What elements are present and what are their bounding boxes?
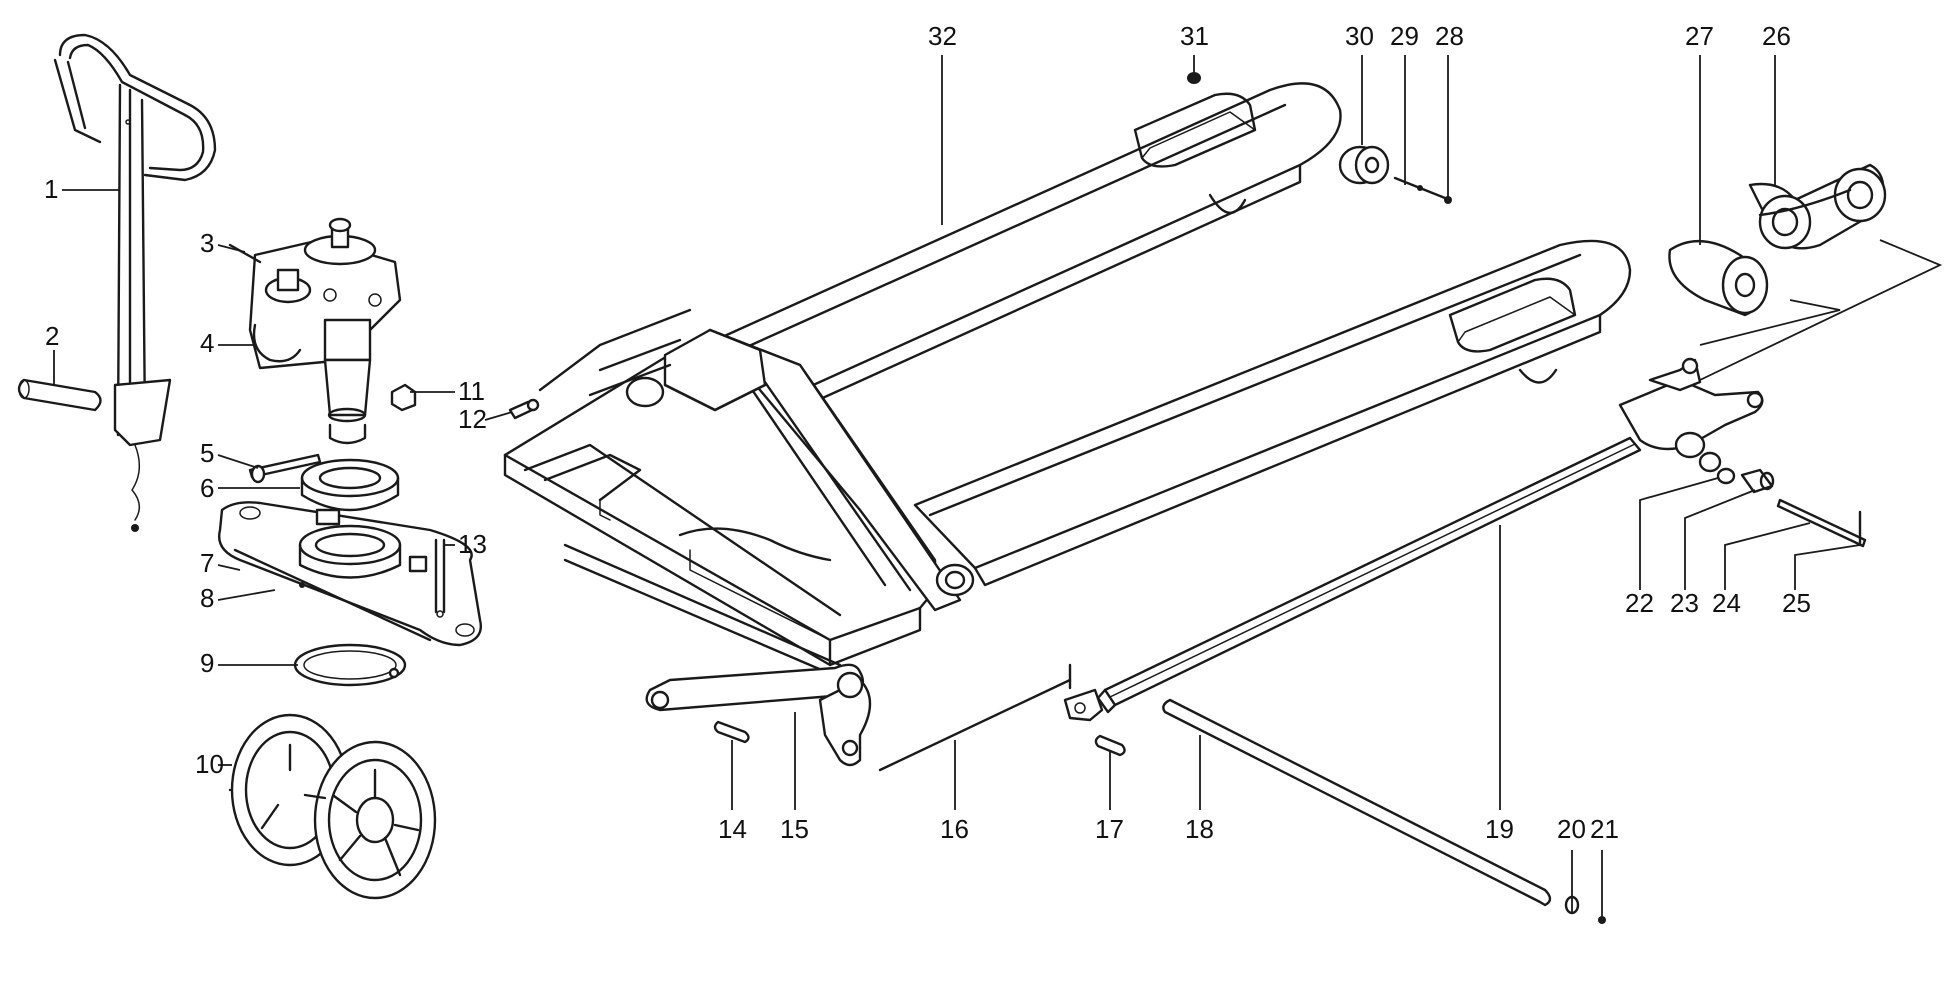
callout-27: 27 <box>1685 21 1714 51</box>
seal-ring <box>300 458 400 512</box>
callout-3: 3 <box>200 228 214 258</box>
callout-15: 15 <box>780 814 809 844</box>
callout-7: 7 <box>200 548 214 578</box>
callout-5: 5 <box>200 438 214 468</box>
callout-29: 29 <box>1390 21 1419 51</box>
load-roller <box>1668 239 1769 317</box>
callout-21: 21 <box>1590 814 1619 844</box>
callout-18: 18 <box>1185 814 1214 844</box>
callout-1: 1 <box>44 174 58 204</box>
snap-ring <box>293 643 407 687</box>
axle-bolt <box>1393 176 1423 191</box>
pin <box>713 720 750 744</box>
callout-28: 28 <box>1435 21 1464 51</box>
callout-17: 17 <box>1095 814 1124 844</box>
pin <box>1094 734 1126 757</box>
callout-2: 2 <box>45 321 59 351</box>
callout-22: 22 <box>1625 588 1654 618</box>
callout-13: 13 <box>458 529 487 559</box>
bushing <box>1740 468 1775 494</box>
roller-axle <box>1776 498 1867 548</box>
callout-31: 31 <box>1180 21 1209 51</box>
link-arm <box>645 663 872 767</box>
fork-roller <box>1338 145 1390 185</box>
fork-frame <box>503 82 1632 682</box>
callout-9: 9 <box>200 648 214 678</box>
roller-yoke <box>1618 357 1764 485</box>
split-pin <box>1598 916 1606 924</box>
callout-32: 32 <box>928 21 957 51</box>
callout-4: 4 <box>200 328 214 358</box>
handle-assembly <box>53 33 217 532</box>
steer-wheels <box>228 713 437 900</box>
callout-30: 30 <box>1345 21 1374 51</box>
base-plate <box>218 501 482 647</box>
callout-10: 10 <box>195 749 224 779</box>
push-rod <box>1096 436 1642 714</box>
bolt <box>248 453 322 484</box>
callout-20: 20 <box>1557 814 1586 844</box>
callout-26: 26 <box>1762 21 1791 51</box>
axle-shaft <box>1162 698 1552 907</box>
coupling <box>1063 663 1104 722</box>
hydraulic-pump <box>228 217 402 445</box>
nut <box>390 383 417 412</box>
grease-nipple <box>1187 72 1201 84</box>
pin <box>434 538 446 618</box>
tandem-rollers <box>1748 163 1887 250</box>
callout-12: 12 <box>458 404 487 434</box>
callout-23: 23 <box>1670 588 1699 618</box>
handle-axle-pin <box>17 378 102 412</box>
callout-11: 11 <box>458 376 485 406</box>
callout-16: 16 <box>940 814 969 844</box>
callout-labels: 1 2 3 4 5 6 7 8 9 10 11 12 13 14 15 16 1… <box>44 21 1811 844</box>
callout-14: 14 <box>718 814 747 844</box>
callout-8: 8 <box>200 583 214 613</box>
grease-nipple <box>508 398 540 420</box>
callout-24: 24 <box>1712 588 1741 618</box>
link-rod <box>878 678 1072 772</box>
callout-19: 19 <box>1485 814 1514 844</box>
callout-6: 6 <box>200 473 214 503</box>
leader-lines <box>53 55 1943 916</box>
callout-25: 25 <box>1782 588 1811 618</box>
